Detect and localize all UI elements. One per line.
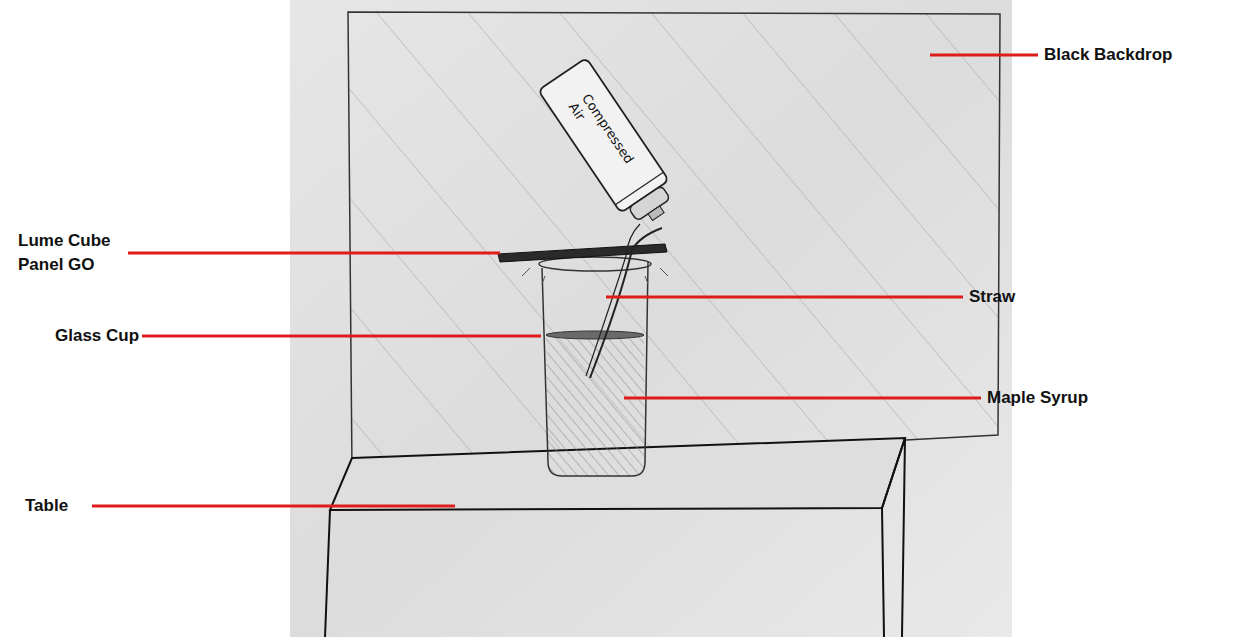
compressed-air-can <box>538 58 682 233</box>
leader-lines <box>92 55 1038 506</box>
black-backdrop <box>348 12 1000 470</box>
part-label: Black Backdrop <box>1044 43 1173 67</box>
part-label: Glass Cup <box>55 324 139 348</box>
part-label: Lume Cube Panel GO <box>18 229 126 277</box>
maple-syrup <box>546 335 645 476</box>
straw <box>590 228 662 378</box>
part-label: Table <box>25 494 68 518</box>
paper <box>290 0 1012 637</box>
part-label: Maple Syrup <box>987 386 1088 410</box>
lume-cube-panel <box>498 244 667 262</box>
syrup-surface <box>546 331 644 339</box>
part-label: Straw <box>969 285 1015 309</box>
